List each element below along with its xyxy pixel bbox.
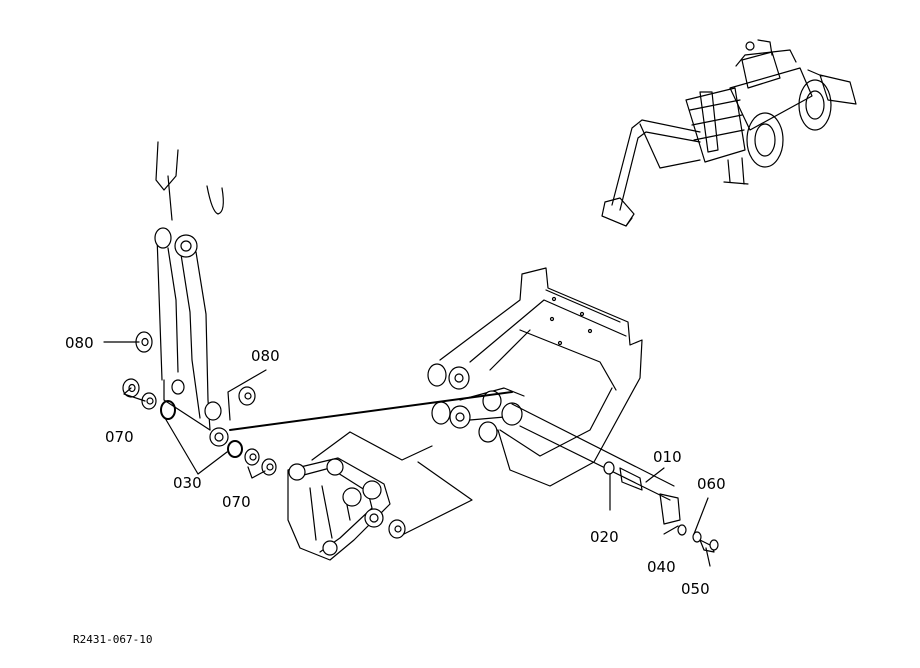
callout-060: 060: [697, 475, 726, 493]
bucket-linkage: [287, 457, 406, 561]
callout-070-bottom: 070: [222, 493, 251, 511]
callout-050: 050: [681, 580, 710, 598]
callout-labels: 010 020 030 040 050 060 070 070 080 080: [65, 334, 726, 598]
figure-code: R2431-067-10: [73, 633, 152, 646]
leader-lines: [103, 341, 711, 567]
callout-020: 020: [590, 528, 619, 546]
tractor-overview-illustration: [601, 39, 857, 227]
callout-080-right: 080: [251, 347, 280, 365]
callout-080-left: 080: [65, 334, 94, 352]
callout-010: 010: [653, 448, 682, 466]
callout-070-left: 070: [105, 428, 134, 446]
pin-assembly: [511, 403, 719, 553]
callout-040: 040: [647, 558, 676, 576]
dipper-arm: [154, 141, 229, 447]
bucket: [427, 267, 643, 487]
callout-030: 030: [173, 474, 202, 492]
